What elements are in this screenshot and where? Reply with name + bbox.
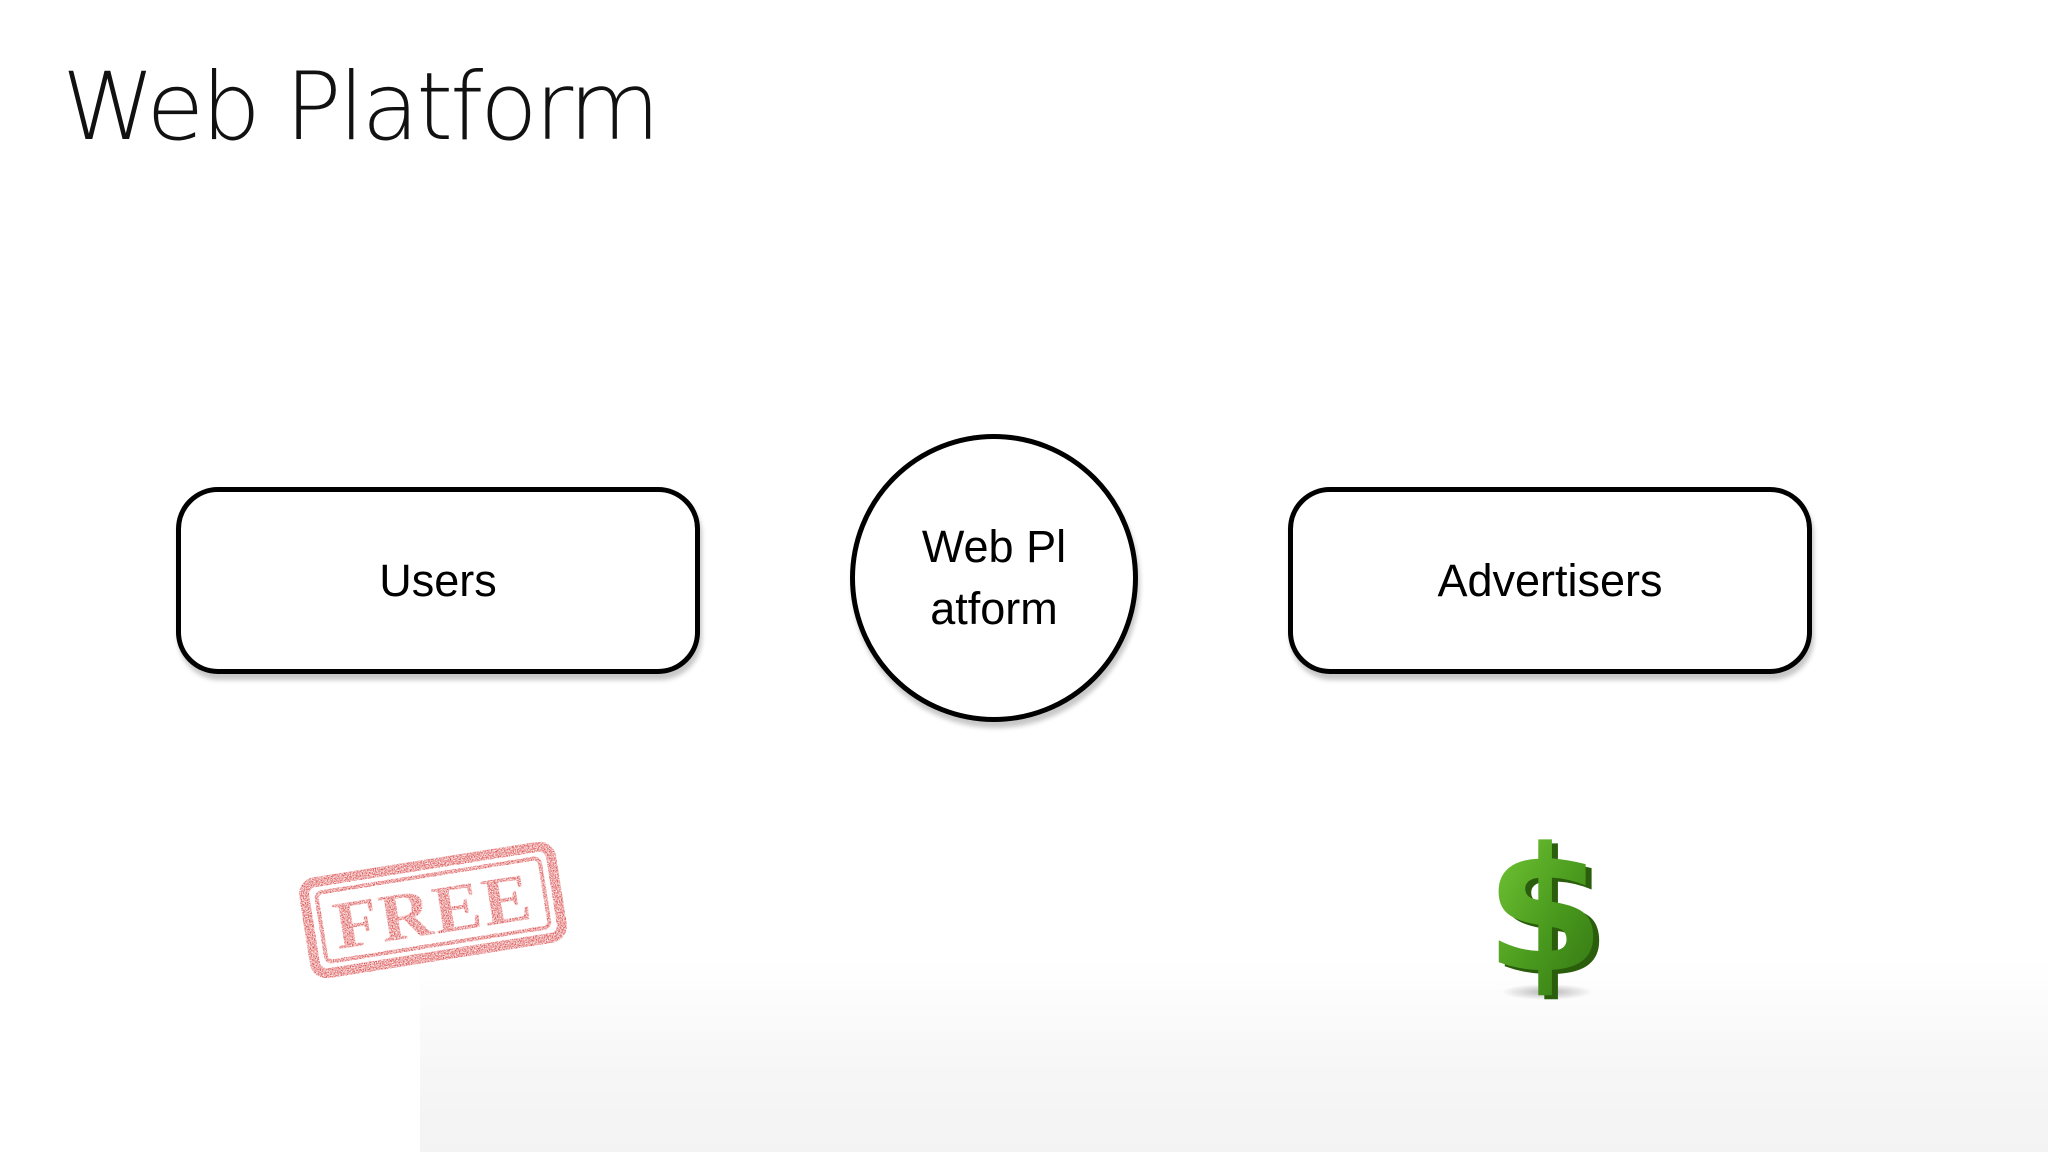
- svg-text:$: $: [1491, 826, 1611, 1002]
- free-stamp-icon: FREE: [299, 842, 567, 978]
- web-platform-node: Web Platform: [850, 434, 1138, 722]
- background-floor-tint: [420, 960, 2048, 1152]
- web-platform-label: Web Platform: [921, 521, 1067, 634]
- advertisers-node: Advertisers: [1288, 487, 1812, 674]
- svg-text:$: $: [1485, 826, 1605, 1002]
- dollar-sign-icon: $ $: [1485, 826, 1611, 1002]
- advertisers-label: Advertisers: [1437, 554, 1663, 606]
- users-label: Users: [379, 554, 497, 606]
- users-node: Users: [176, 487, 700, 674]
- slide-title: Web Platform: [62, 53, 660, 162]
